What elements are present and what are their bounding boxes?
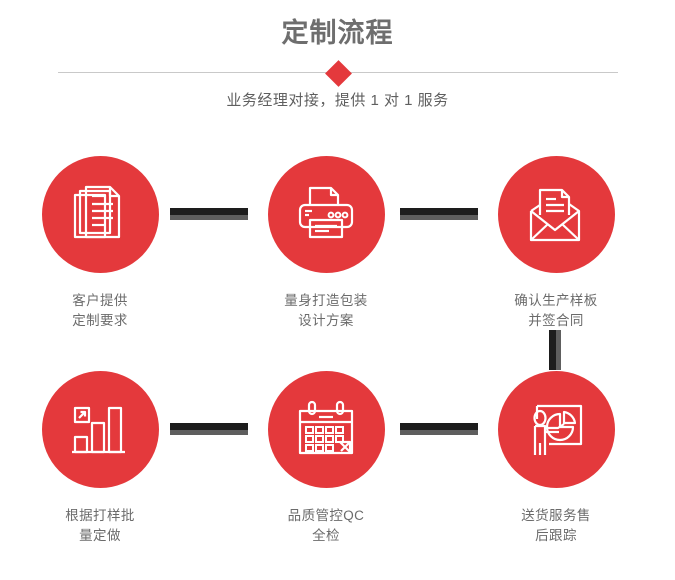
- connector-shadow: [400, 430, 478, 435]
- page-title: 定制流程: [281, 18, 394, 48]
- presenter-pie-chart-icon: [533, 404, 583, 455]
- connector-bar: [549, 330, 556, 370]
- flow-step-4[interactable]: 根据打样批 量定做: [20, 365, 180, 546]
- connector-vertical-1: [549, 330, 561, 370]
- flow-step-3[interactable]: 确认生产样板 并签合同: [476, 150, 636, 331]
- diamond-marker-icon: [324, 59, 352, 87]
- connector-bar: [170, 208, 248, 215]
- connector-shadow: [170, 215, 248, 220]
- flow-step-5-caption: 品质管控QC 全检: [287, 508, 365, 543]
- connector-bar: [170, 423, 248, 430]
- flow-step-6-circle: [497, 371, 615, 488]
- flow-step-6-caption: 送货服务售 后跟踪: [521, 508, 591, 543]
- flow-step-6[interactable]: 送货服务售 后跟踪: [476, 365, 636, 546]
- connector-horizontal-2: [400, 208, 478, 220]
- flow-step-3-caption: 确认生产样板 并签合同: [514, 293, 598, 328]
- flow-step-5-circle: [267, 371, 385, 488]
- flow-row-top: 客户提供 定制要求: [0, 150, 675, 370]
- page-subtitle: 业务经理对接，提供 1 对 1 服务: [226, 92, 449, 109]
- flow-step-4-circle: [41, 371, 159, 488]
- connector-bar: [400, 423, 478, 430]
- connector-horizontal-4: [400, 423, 478, 435]
- bar-chart-growth-icon: [72, 406, 125, 453]
- connector-shadow: [400, 215, 478, 220]
- flow-step-1-caption: 客户提供 定制要求: [72, 293, 128, 328]
- flow-step-3-circle: [497, 156, 615, 273]
- flow-step-2[interactable]: 量身打造包装 设计方案: [246, 150, 406, 331]
- connector-horizontal-3: [170, 423, 248, 435]
- title-divider: [58, 59, 618, 87]
- process-flow: 客户提供 定制要求: [0, 150, 675, 550]
- flow-step-2-circle: [267, 156, 385, 273]
- flow-step-1-circle: [41, 156, 159, 273]
- calendar-icon: [298, 400, 354, 454]
- printer-icon: [298, 186, 354, 238]
- flow-step-4-caption: 根据打样批 量定做: [65, 508, 135, 543]
- flow-step-1[interactable]: 客户提供 定制要求: [20, 150, 180, 331]
- flow-row-bottom: 根据打样批 量定做: [0, 365, 675, 580]
- envelope-document-icon: [529, 188, 581, 241]
- documents-stack-icon: [73, 185, 121, 238]
- flow-step-5[interactable]: 品质管控QC 全检: [246, 365, 406, 546]
- connector-shadow: [556, 330, 561, 370]
- flow-step-2-caption: 量身打造包装 设计方案: [284, 293, 368, 328]
- connector-bar: [400, 208, 478, 215]
- connector-horizontal-1: [170, 208, 248, 220]
- page-header: 定制流程 业务经理对接，提供 1 对 1 服务: [0, 0, 675, 130]
- connector-shadow: [170, 430, 248, 435]
